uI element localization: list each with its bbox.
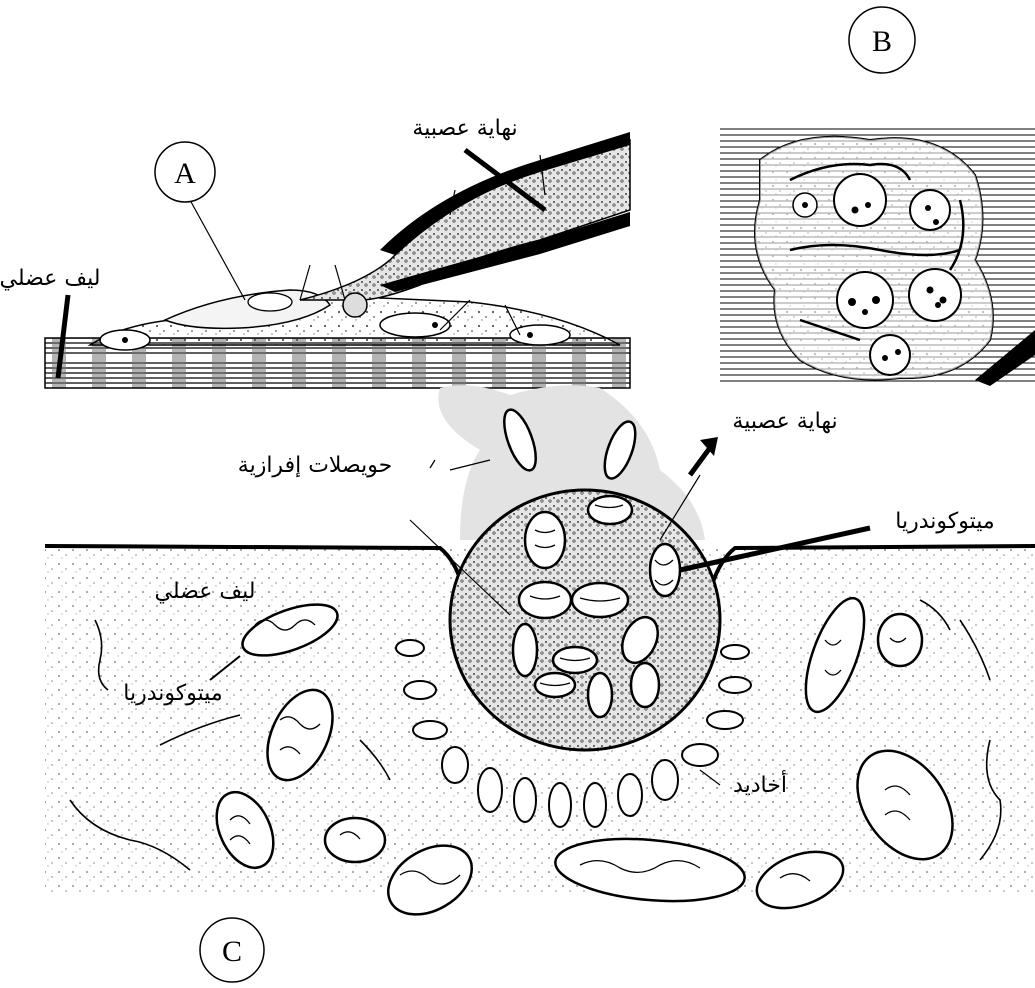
panel-b: B	[720, 7, 1035, 386]
synaptic-knob	[343, 293, 367, 317]
nerve-axon-a	[300, 140, 630, 300]
label-muscle-fiber-top: ليف عضلي	[0, 266, 100, 291]
label-secretory-vesicles: حويصلات إفرازية	[238, 453, 392, 478]
panel-b-letter: B	[872, 25, 892, 58]
muscle-nucleus	[380, 313, 450, 337]
label-nerve-ending-top: نهاية عصبية	[412, 116, 517, 141]
synaptic-knob-c	[450, 490, 720, 750]
label-mitochondria-right: ميتوكوندريا	[895, 509, 994, 534]
label-muscle-fiber-c: ليف عضلي	[155, 579, 256, 604]
panel-a-letter: A	[174, 157, 196, 190]
label-nerve-ending-c: نهاية عصبية	[732, 409, 837, 434]
label-grooves: أخاديد	[733, 770, 787, 798]
panel-c-letter: C	[222, 935, 242, 968]
muscle-nucleus	[510, 325, 570, 345]
label-mitochondria-left: ميتوكوندريا	[123, 681, 222, 706]
panel-c: C نهاية عصبية حويصلات إفرازية ميتوكوندري…	[45, 385, 1035, 982]
panel-a: A نهاية عصبية ليف عضلي	[0, 116, 630, 388]
